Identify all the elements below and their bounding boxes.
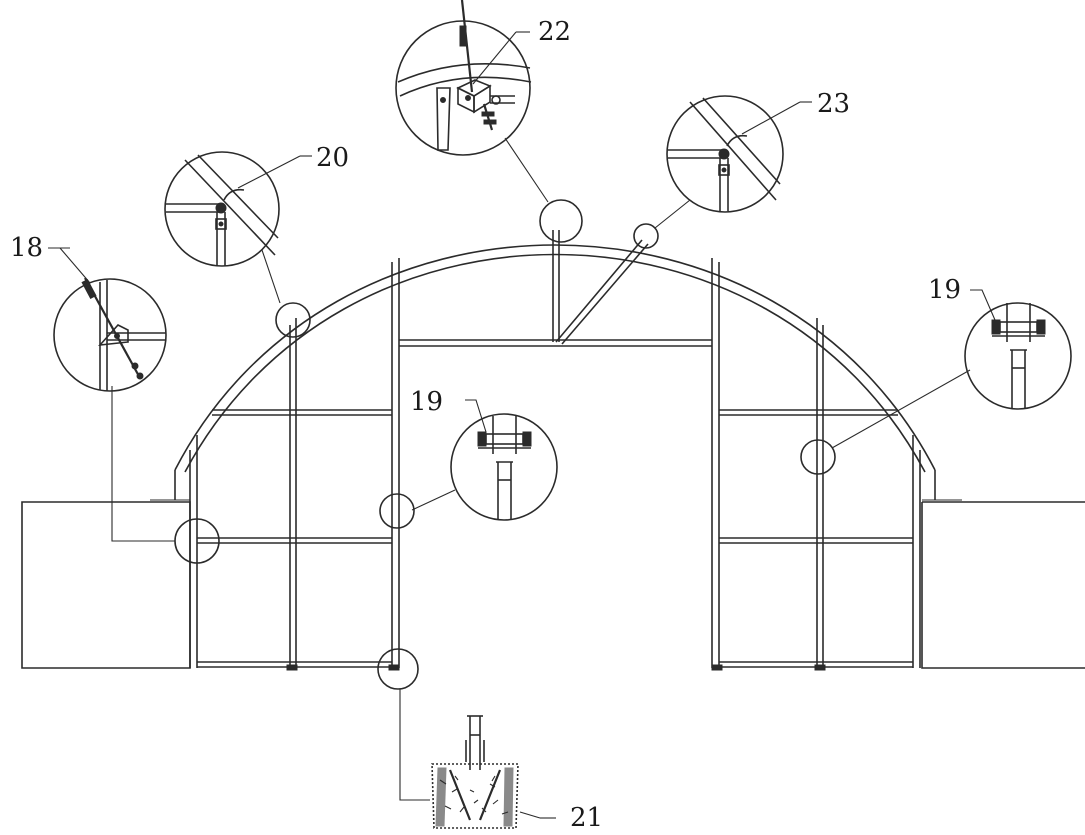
label-22: 22 [538,17,571,47]
greenhouse-arch [174,244,936,500]
label-19-left: 19 [410,387,443,417]
detail-23-brace-joint [666,95,812,213]
detail-19-left-post-clamp [450,399,558,521]
label-21: 21 [570,803,603,830]
detail-18-cable-anchor [48,247,167,392]
right-side-building [921,499,1085,669]
detail-20-arch-joint [164,151,312,267]
detail-21-post-footing [431,715,556,829]
label-19-right: 19 [928,275,961,305]
left-side-building [21,499,191,669]
frame-posts [189,230,921,668]
label-20: 20 [316,143,349,173]
leader-lines [111,137,971,801]
detail-19-right-post-clamp [964,289,1072,410]
label-23: 23 [817,89,850,119]
frame-rails [197,239,913,671]
detail-22-ridge-bracket [395,0,532,156]
label-18: 18 [10,233,43,263]
